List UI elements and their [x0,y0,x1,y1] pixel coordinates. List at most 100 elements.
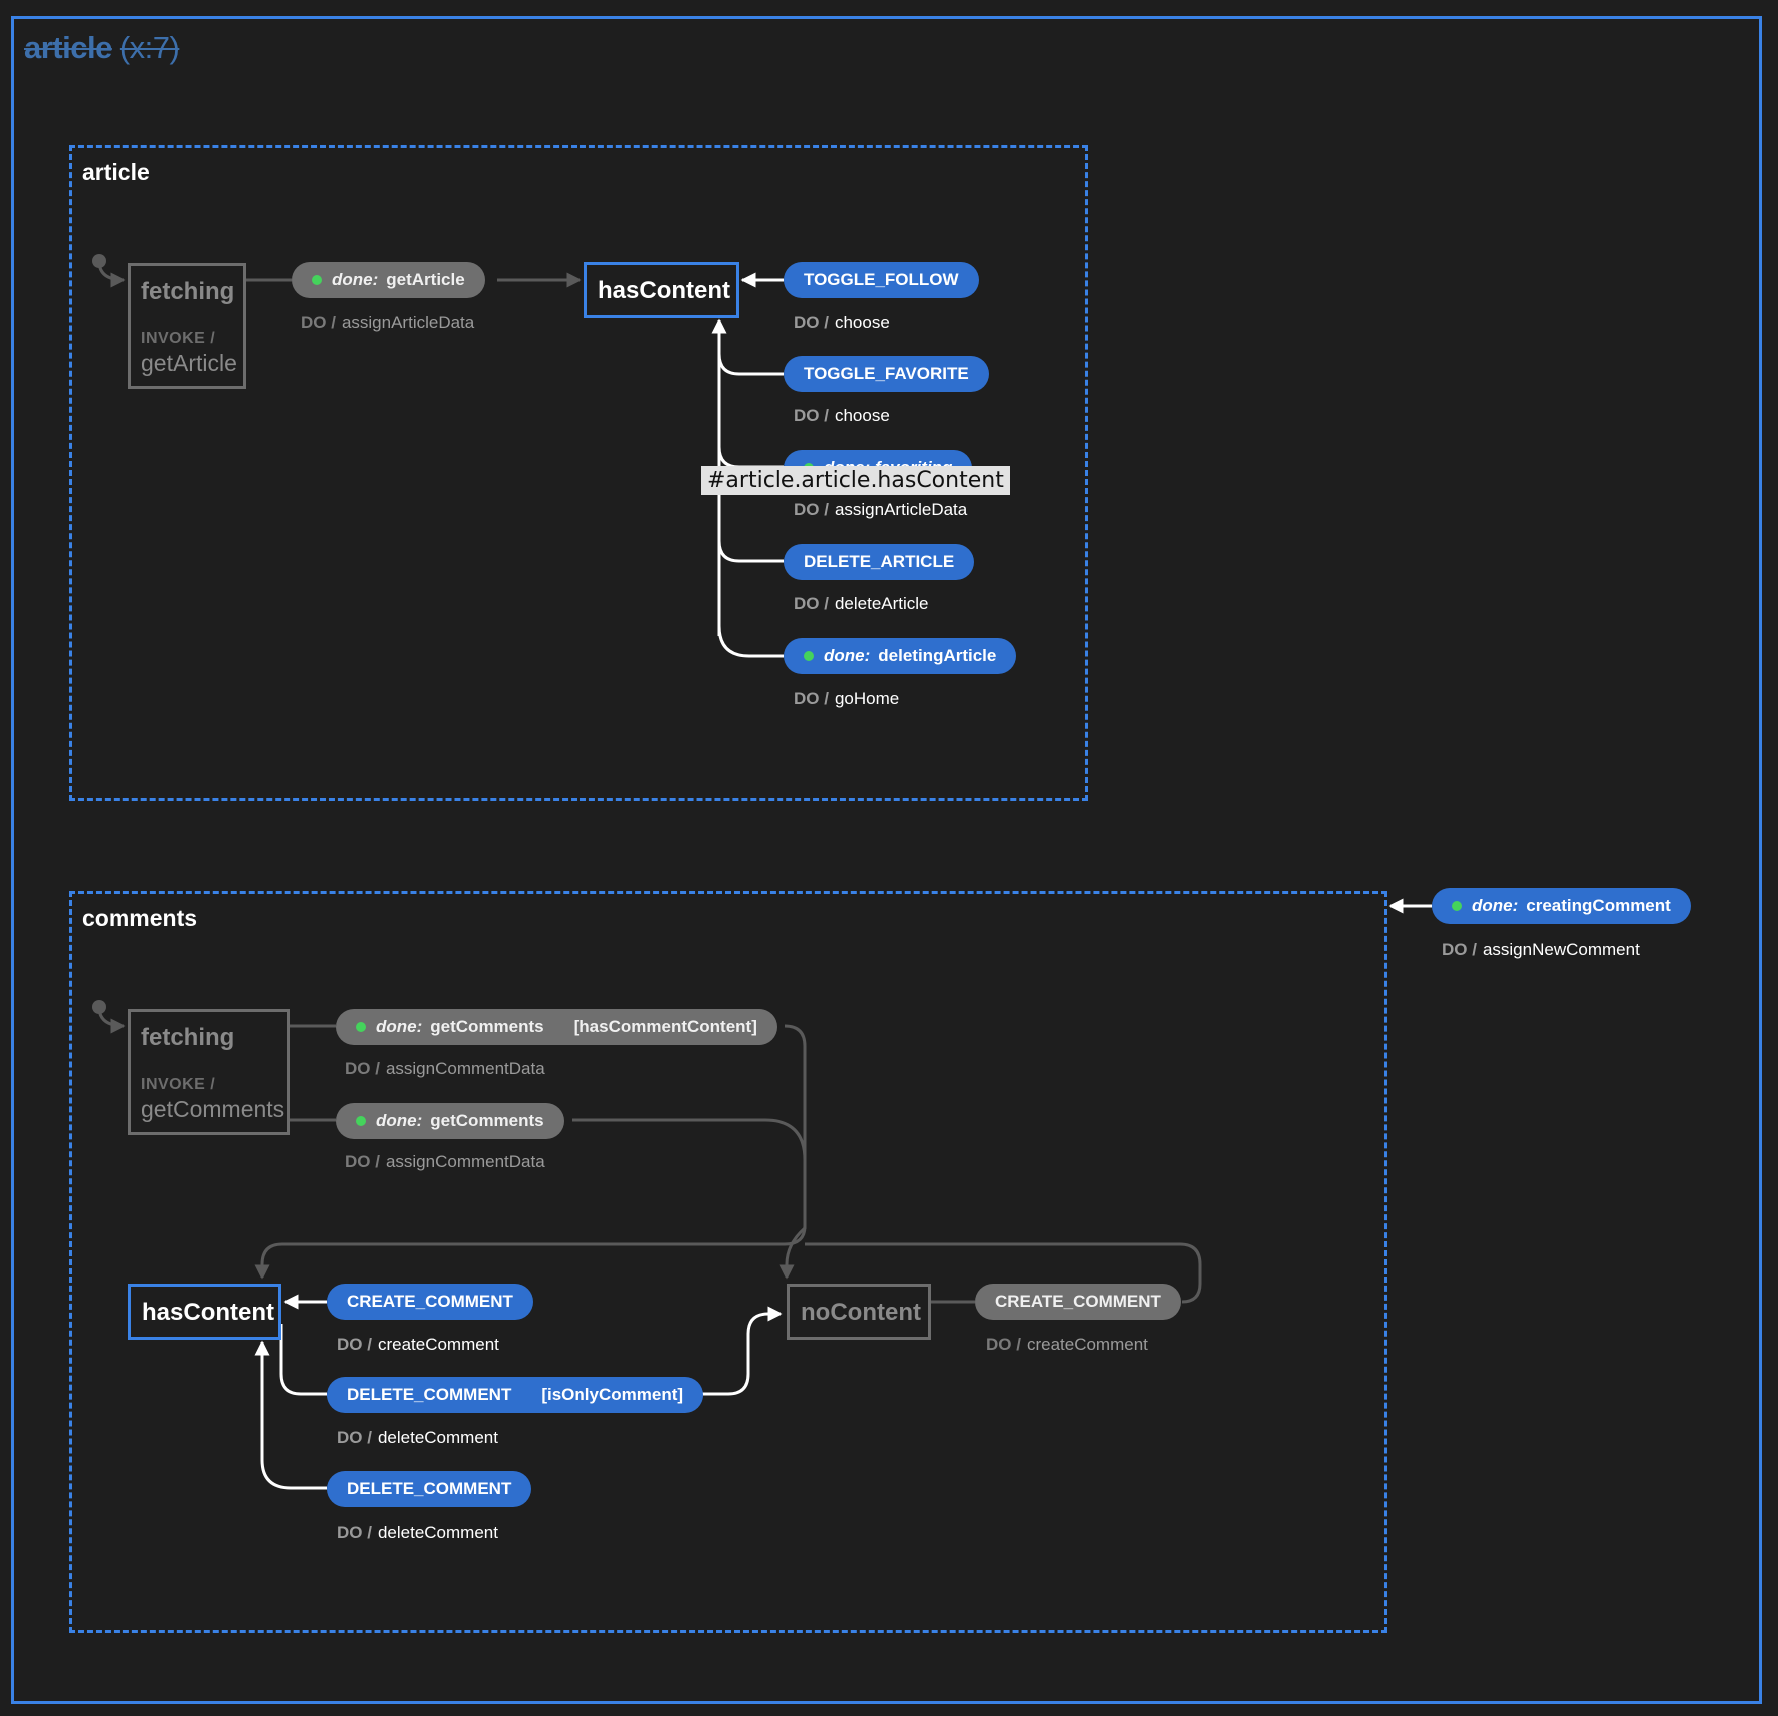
transition-nocontent-create-comment[interactable]: CREATE_COMMENT [975,1284,1181,1320]
transition-action: DO / createComment [986,1335,1148,1355]
transition-done-getarticle[interactable]: done: getArticle [292,262,485,298]
do-label: DO / [337,1335,372,1354]
machine-subtitle: (x:7) [119,30,180,65]
transition-event: CREATE_COMMENT [347,1292,513,1311]
do-label: DO / [794,594,829,613]
do-label: DO / [345,1059,380,1078]
do-label: DO / [794,406,829,425]
do-label: DO / [337,1428,372,1447]
transition-toggle-favorite[interactable]: TOGGLE_FAVORITE [784,356,989,392]
article-hascontent-state[interactable]: hasContent [584,262,739,318]
article-fetching-state[interactable]: fetching INVOKE / getArticle [128,263,246,389]
invoke-source: getComments [141,1096,285,1122]
transition-action: DO / goHome [794,689,899,709]
transition-event: deletingArticle [878,646,997,665]
transition-event: DELETE_COMMENT [347,1385,512,1404]
action-name: choose [834,313,890,332]
done-keyword: done: [332,270,379,289]
transition-toggle-follow[interactable]: TOGGLE_FOLLOW [784,262,979,298]
transition-action: DO /assignCommentData [345,1059,545,1079]
do-label: DO / [301,313,336,332]
transition-event: getArticle [386,270,465,289]
machine-title: article(x:7) [24,30,180,66]
transition-event: DELETE_COMMENT [347,1479,512,1498]
transition-event: CREATE_COMMENT [995,1292,1161,1311]
action-name: createComment [377,1335,499,1354]
transition-guard: [isOnlyComment] [541,1385,684,1404]
edge-delete-article [717,540,784,563]
comments-region[interactable] [69,891,1387,1633]
edge-delete-comment-self [254,1340,327,1490]
edge-toggle-favorite [717,353,784,376]
do-label: DO / [337,1523,372,1542]
done-dot-icon [312,275,322,285]
state-id-tooltip: #article.article.hasContent [701,466,1010,495]
transition-action: DO / choose [794,313,890,333]
do-label: DO / [986,1335,1021,1354]
action-name: assignCommentData [385,1152,545,1171]
done-dot-icon [356,1116,366,1126]
transition-action: DO / assignNewComment [1442,940,1640,960]
transition-action: DO /assignArticleData [794,500,967,520]
done-dot-icon [1452,901,1462,911]
action-name: choose [834,406,890,425]
do-label: DO / [794,500,829,519]
done-dot-icon [356,1022,366,1032]
machine-frame [11,16,1762,1704]
action-name: goHome [834,689,900,708]
invoke-label: INVOKE / [141,330,216,347]
transition-event: getComments [430,1111,544,1130]
done-keyword: done: [824,646,871,665]
invoke-source: getArticle [141,350,237,376]
comments-initial-marker [92,1000,126,1034]
transition-action: DO / deleteArticle [794,594,929,614]
done-keyword: done: [376,1111,423,1130]
edge-delete-comment-guarded-from [279,1324,327,1396]
state-name: fetching [141,278,235,305]
transition-action: DO /deleteComment [337,1523,498,1543]
transition-done-getcomments-guarded[interactable]: done: getComments [hasCommentContent] [336,1009,777,1045]
state-name: noContent [801,1299,921,1326]
transition-done-getcomments[interactable]: done: getComments [336,1103,564,1139]
transition-guard: [hasCommentContent] [573,1017,757,1036]
transition-done-creatingcomment[interactable]: done: creatingComment [1432,888,1691,924]
action-name: createComment [1026,1335,1148,1354]
edge-nocontent-create-return [805,1242,1202,1304]
edge-unguarded-to-nocontent [572,1118,807,1280]
comments-region-label: comments [82,905,198,931]
transition-event: TOGGLE_FOLLOW [804,270,959,289]
comments-nocontent-state[interactable]: noContent [787,1284,931,1340]
edge-guarded-to-hascontent [254,1024,807,1280]
transition-done-deletingarticle[interactable]: done: deletingArticle [784,638,1017,674]
state-name: hasContent [598,277,730,304]
action-name: assignArticleData [341,313,475,332]
comments-fetching-state[interactable]: fetching INVOKE / getComments [128,1009,290,1135]
do-label: DO / [345,1152,380,1171]
transition-delete-comment-guarded[interactable]: DELETE_COMMENT [isOnlyComment] [327,1377,704,1413]
transition-delete-comment[interactable]: DELETE_COMMENT [327,1471,532,1507]
invoke-label: INVOKE / [141,1076,216,1093]
transition-event: getComments [430,1017,544,1036]
transition-create-comment[interactable]: CREATE_COMMENT [327,1284,533,1320]
state-name: hasContent [142,1299,274,1326]
state-name: fetching [141,1024,235,1051]
do-label: DO / [794,313,829,332]
do-label: DO / [1442,940,1477,959]
transition-action: DO / assignArticleData [301,313,474,333]
transition-delete-article[interactable]: DELETE_ARTICLE [784,544,975,580]
transition-action: DO / choose [794,406,890,426]
article-region[interactable] [69,145,1088,801]
comments-hascontent-state[interactable]: hasContent [128,1284,281,1340]
do-label: DO / [794,689,829,708]
done-dot-icon [804,651,814,661]
done-keyword: done: [1472,896,1519,915]
machine-title-text: article [24,30,112,65]
transition-event: DELETE_ARTICLE [804,552,955,571]
edge-delete-comment-guarded-to [697,1306,783,1396]
done-keyword: done: [376,1017,423,1036]
action-name: assignNewComment [1482,940,1640,959]
action-name: deleteArticle [834,594,929,613]
transition-action: DO / createComment [337,1335,499,1355]
